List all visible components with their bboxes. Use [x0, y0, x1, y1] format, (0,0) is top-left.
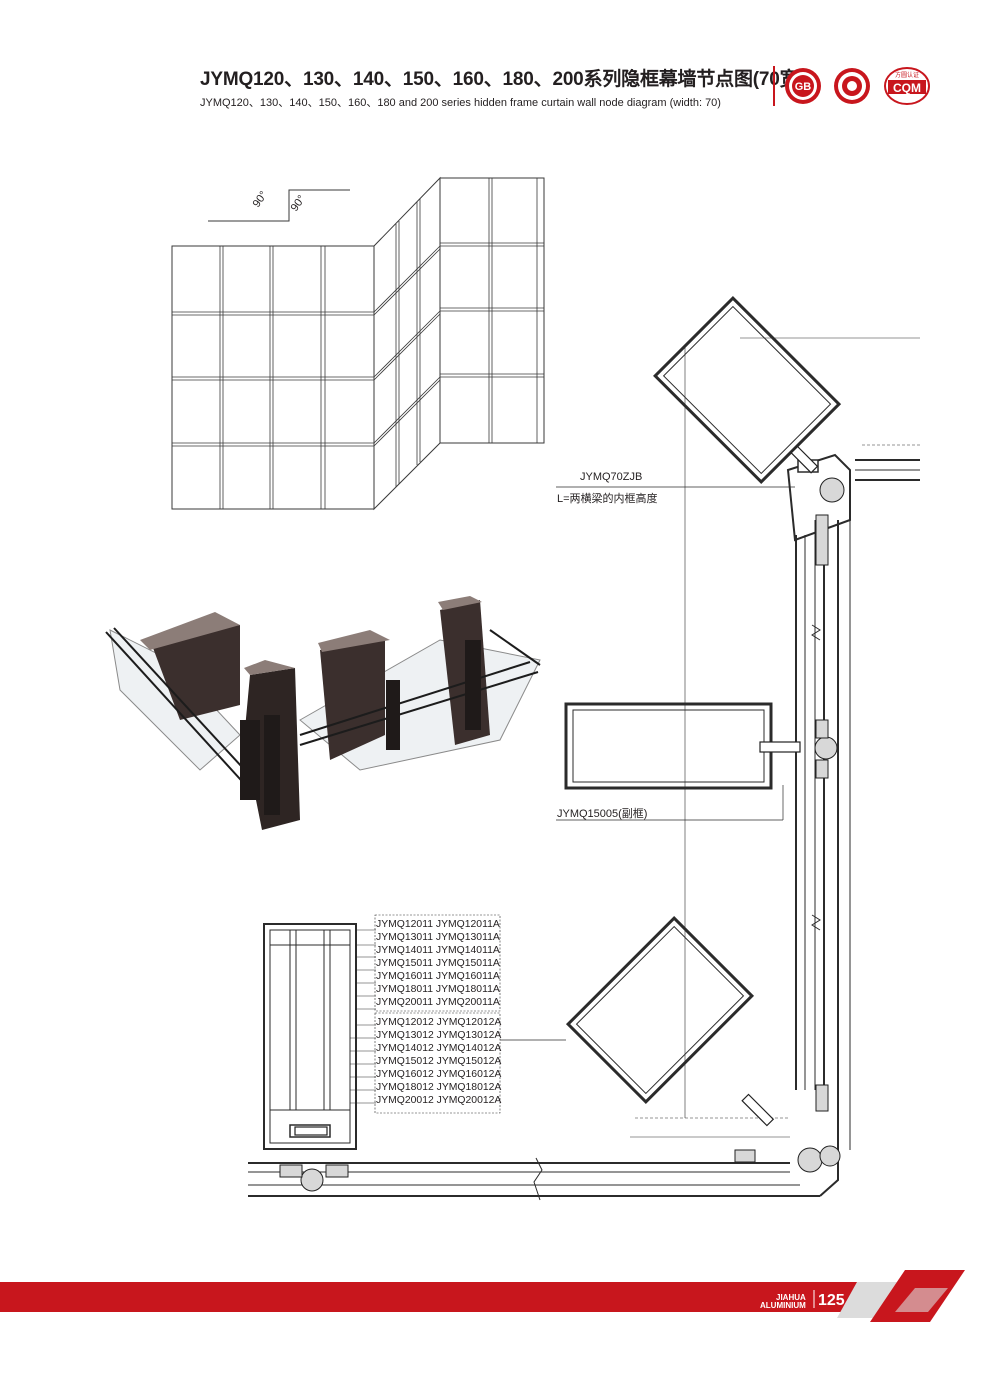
profile-code: JYMQ13012 JYMQ13012A: [376, 1030, 502, 1041]
angle-label-left: 90°: [251, 189, 270, 210]
logo-3-text: CQM: [893, 81, 921, 95]
profile-code: JYMQ14012 JYMQ14012A: [376, 1043, 502, 1054]
footer-brand: JIAHUA ALUMINIUM: [760, 1294, 806, 1310]
profile-code: JYMQ18011 JYMQ18011A: [376, 984, 500, 995]
profile-code: JYMQ15011 JYMQ15011A: [376, 958, 500, 969]
footer-brand-line-2: ALUMINIUM: [760, 1301, 806, 1310]
profile-3d-render: [105, 596, 541, 830]
footer-band: [0, 1270, 965, 1322]
quality-seal-logo: [834, 68, 870, 104]
bolts: [294, 445, 819, 1136]
profile-code: JYMQ12011 JYMQ12011A: [376, 919, 500, 930]
profile-code: JYMQ14011 JYMQ14011A: [376, 945, 500, 956]
profile-code: JYMQ13011 JYMQ13011A: [376, 932, 500, 943]
logo-1-text: GB: [795, 81, 812, 93]
profile-code: JYMQ20011 JYMQ20011A: [376, 997, 500, 1008]
page-subtitle: JYMQ120、130、140、150、160、180 and 200 seri…: [200, 97, 721, 109]
profile-code: JYMQ18012 JYMQ18012A: [376, 1082, 502, 1093]
corner-profile-note: L=两横梁的内框高度: [557, 493, 658, 505]
angle-label-right: 90°: [289, 193, 308, 214]
profile-code: JYMQ12012 JYMQ12012A: [376, 1017, 502, 1028]
gaskets: [279, 477, 845, 1192]
profile-code: JYMQ15012 JYMQ15012A: [376, 1056, 502, 1067]
sub-frame-code: JYMQ15005(副框): [557, 808, 648, 820]
gb-certification-logo: GB: [785, 68, 821, 104]
logo-3-small: 方圆认证: [895, 71, 919, 79]
cqm-certification-logo: CQM 方圆认证: [884, 67, 930, 105]
profile-code: JYMQ20012 JYMQ20012A: [376, 1095, 502, 1106]
profile-code-list-2: JYMQ12012 JYMQ12012A JYMQ13012 JYMQ13012…: [376, 1016, 501, 1107]
facade-elevation: [171, 176, 545, 511]
profile-code: JYMQ16012 JYMQ16012A: [376, 1069, 502, 1080]
profile-code: JYMQ16011 JYMQ16011A: [376, 971, 500, 982]
title-separator: [773, 66, 775, 106]
profile-code-list-1: JYMQ12011 JYMQ12011A JYMQ13011 JYMQ13011…: [376, 918, 500, 1009]
page-number: 125: [818, 1292, 845, 1309]
page-title: JYMQ120、130、140、150、160、180、200系列隐框幕墙节点图…: [200, 69, 805, 90]
corner-profile-code: JYMQ70ZJB: [580, 471, 643, 483]
footer-brand-line-1: JIAHUA: [776, 1293, 806, 1302]
